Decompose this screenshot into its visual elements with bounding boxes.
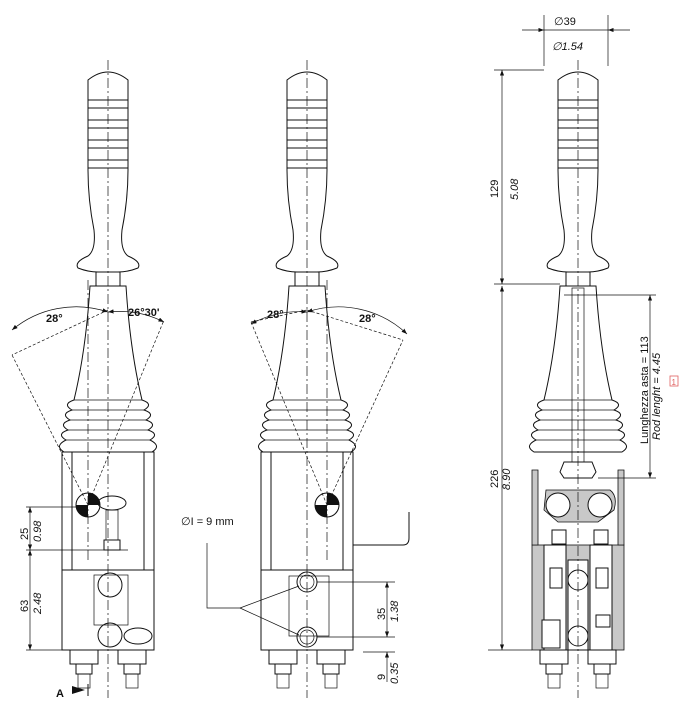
body-height-in: 8.90 <box>501 468 513 490</box>
angle-right-label: 28° <box>359 313 376 325</box>
dim-upper-in: 0.98 <box>32 520 44 542</box>
diameter-mm: ∅39 <box>554 16 576 28</box>
rod-length-italian: Lunghezza asta = 113 <box>639 336 651 444</box>
angle-right-label: 26°30' <box>128 307 160 319</box>
diameter-in: ∅1.54 <box>552 41 583 53</box>
section-label: A <box>56 688 64 700</box>
left-view: 28° 26°30' 25 0.98 63 2.48 A <box>11 60 165 700</box>
hole-diameter-label: ∅I = 9 mm <box>181 516 234 528</box>
dim-lower-in: 2.48 <box>32 592 44 615</box>
handle-height-mm: 129 <box>489 180 501 198</box>
dim-upper-mm: 25 <box>19 528 31 540</box>
angle-left-label: 28° <box>46 313 63 325</box>
body-height-mm: 226 <box>489 470 501 488</box>
middle-view: 28° 28° ∅I = 9 mm 35 1.38 9 0.35 <box>181 60 410 698</box>
angle-left-label: 28° <box>267 309 284 321</box>
dim-bottom-in: 0.35 <box>389 662 401 684</box>
dim-lower-mm: 63 <box>19 600 31 612</box>
right-view: ∅39 ∅1.54 129 5.08 226 8.90 Lunghezza as… <box>488 15 679 698</box>
dim-bottom-mm: 9 <box>376 674 388 680</box>
dim-holes-in: 1.38 <box>389 600 401 622</box>
rod-length-english: Rod lenght = 4.45 <box>651 352 663 440</box>
handle-height-in: 5.08 <box>509 178 521 200</box>
dim-holes-mm: 35 <box>376 608 388 620</box>
note-marker: 1 <box>672 378 677 387</box>
note-marker-box <box>669 375 679 387</box>
